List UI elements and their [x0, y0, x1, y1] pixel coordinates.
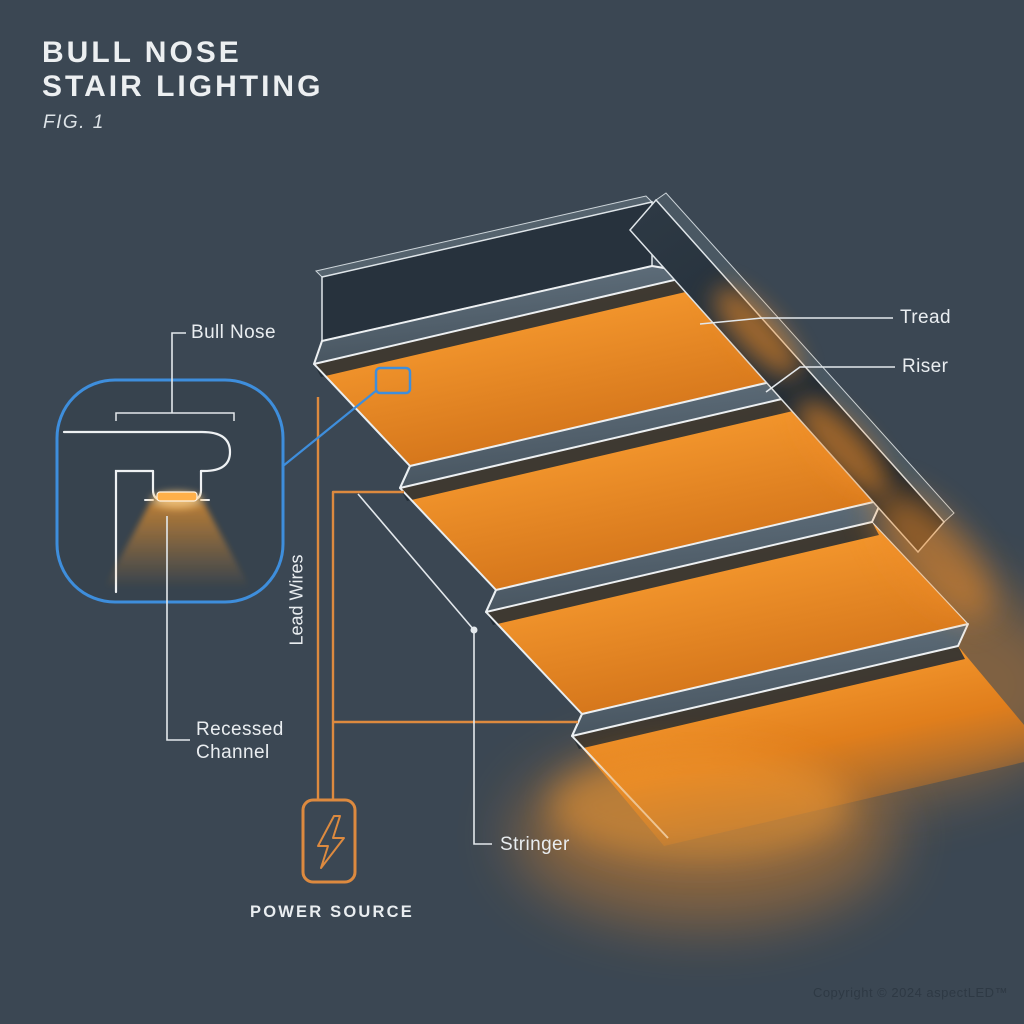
title-line2: STAIR LIGHTING: [42, 70, 324, 103]
cross-section-riser-profile: [114, 469, 155, 594]
power-source-label: POWER SOURCE: [250, 903, 414, 921]
nose-shadow-2: [400, 398, 793, 501]
lightning-bolt-icon: [317, 815, 345, 869]
stringer-leader: [357, 493, 492, 845]
title-line1: BULL NOSE: [42, 36, 242, 69]
led-lens: [156, 491, 198, 502]
bull-nose-bracket: [115, 412, 235, 421]
tread-leader: [699, 317, 893, 325]
riser-label: Riser: [902, 356, 949, 377]
stringer-spill-glow-2: [797, 400, 889, 496]
stringer-spill-glow-1: [714, 287, 800, 377]
recessed-channel-label: Recessed Channel: [196, 719, 284, 763]
cross-section-tread-profile: [62, 430, 232, 473]
riser-leader: [765, 366, 895, 393]
bull-nose-label: Bull Nose: [191, 322, 276, 343]
power-source-box: [301, 798, 357, 884]
lead-wire-2: [331, 490, 404, 800]
nose-shadow-1: [314, 274, 707, 377]
tread-1-top: [313, 265, 701, 365]
stringer-leader-dot: [470, 626, 478, 634]
bull-nose-leader: [171, 332, 186, 413]
light-cone: [104, 503, 250, 588]
stringer-spill-glow-3: [875, 491, 995, 619]
figure-number: FIG. 1: [43, 112, 105, 133]
copyright-text: Copyright © 2024 aspectLED™: [812, 985, 1008, 1000]
lead-wires-label: Lead Wires: [286, 554, 307, 646]
nose-shadow-4: [572, 646, 965, 749]
nose-shadow-3: [486, 522, 879, 625]
nose-highlight-rect: [374, 366, 412, 395]
tread-label: Tread: [900, 307, 951, 328]
stringer-label: Stringer: [500, 834, 570, 855]
left-stringer-edge: [313, 363, 669, 839]
recessed-channel-leader: [166, 516, 190, 741]
page-title: BULL NOSE STAIR LIGHTING: [42, 36, 323, 104]
callout-connector-line: [282, 389, 378, 467]
bottom-step-glow: [550, 750, 850, 860]
